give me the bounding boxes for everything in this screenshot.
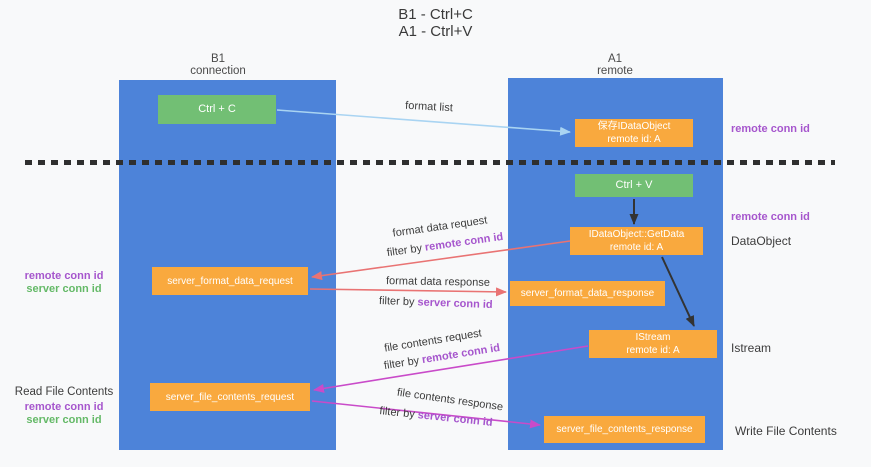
- server-conn-id-text: server conn id: [417, 409, 494, 429]
- ctrl-v-label: Ctrl + V: [615, 179, 653, 191]
- save-dataobject-line1: 保存IDataObject: [597, 121, 671, 132]
- server-format-data-response-label: server_format_data_response: [520, 288, 655, 299]
- istream-line2: remote id: A: [626, 345, 680, 356]
- remote-conn-id-label-mid: remote conn id: [731, 211, 810, 223]
- diagram-title: B1 - Ctrl+C A1 - Ctrl+V: [0, 6, 871, 40]
- title-line-2: A1 - Ctrl+V: [398, 23, 473, 40]
- ctrl-c-label: Ctrl + C: [198, 103, 236, 115]
- format-list-label: format list: [404, 99, 454, 115]
- read-file-contents-label: Read File Contents: [14, 386, 114, 398]
- server-file-contents-request-box: server_file_contents_request: [150, 383, 310, 411]
- server-file-contents-response-label: server_file_contents_response: [556, 424, 693, 435]
- right-column-header: A1 remote: [515, 53, 715, 77]
- dashed-separator: [25, 160, 835, 165]
- remote-conn-id-label-top: remote conn id: [731, 123, 810, 135]
- save-dataobject-box: 保存IDataObject remote id: A: [575, 119, 693, 147]
- istream-side-label: Istream: [731, 341, 772, 355]
- server-file-contents-response-box: server_file_contents_response: [544, 416, 705, 443]
- filter-by-text: filter by: [383, 354, 421, 373]
- left-server-conn-id-label-2: server conn id: [26, 414, 102, 426]
- istream-line1: IStream: [635, 332, 671, 343]
- istream-box: IStream remote id: A: [589, 330, 717, 358]
- server-file-contents-request-label: server_file_contents_request: [165, 391, 295, 403]
- filter-by-text: filter by: [386, 242, 423, 260]
- right-column-subtitle: remote: [597, 65, 633, 77]
- format-data-response-label: format data response: [385, 275, 491, 289]
- getdata-line1: IDataObject::GetData: [588, 229, 685, 240]
- write-file-contents-label: Write File Contents: [735, 424, 837, 438]
- left-column-name: B1: [210, 53, 226, 65]
- idataobject-getdata-box: IDataObject::GetData remote id: A: [570, 227, 703, 255]
- ctrl-c-box: Ctrl + C: [158, 95, 276, 124]
- server-conn-id-text: server conn id: [417, 296, 493, 312]
- getdata-line2: remote id: A: [609, 242, 664, 253]
- server-format-data-request-box: server_format_data_request: [152, 267, 308, 295]
- left-remote-conn-id-label-2: remote conn id: [24, 401, 104, 413]
- left-remote-conn-id-label-1: remote conn id: [24, 270, 104, 282]
- format-response-arrow: [309, 287, 507, 297]
- server-format-data-response-box: server_format_data_response: [510, 281, 665, 306]
- save-dataobject-line2: remote id: A: [607, 134, 661, 145]
- filter-by-text: filter by: [378, 405, 416, 421]
- left-column-header: B1 connection: [118, 53, 318, 77]
- dataobject-label: DataObject: [731, 234, 792, 248]
- title-line-1: B1 - Ctrl+C: [398, 6, 473, 23]
- left-column-subtitle: connection: [190, 65, 246, 77]
- filter-by-text: filter by: [378, 295, 415, 309]
- ctrl-v-box: Ctrl + V: [575, 174, 693, 197]
- right-column-name: A1: [607, 53, 623, 65]
- server-format-data-request-label: server_format_data_request: [167, 275, 293, 287]
- remote-conn-id-text: remote conn id: [424, 230, 504, 254]
- left-server-conn-id-label-1: server conn id: [26, 283, 102, 295]
